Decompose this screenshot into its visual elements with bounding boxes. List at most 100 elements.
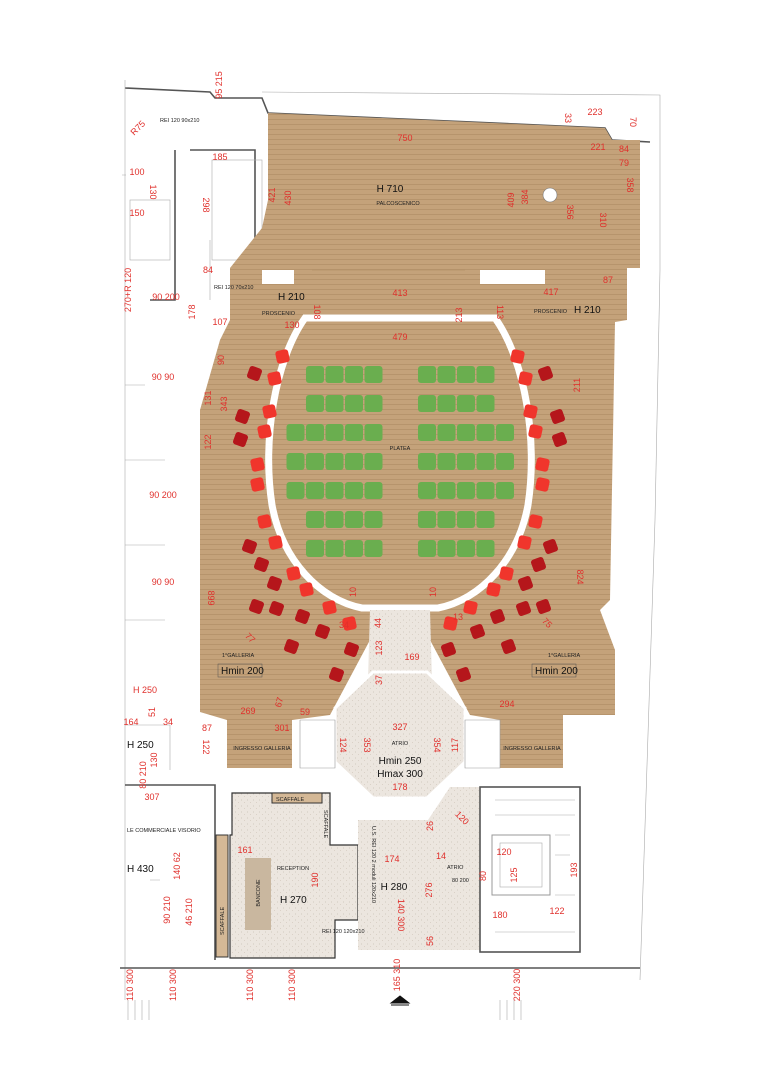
dimension-label: 211 <box>572 378 582 392</box>
dimension-label: 123 <box>374 640 384 655</box>
box-seat <box>528 424 543 439</box>
dimension-label: 190 <box>310 872 320 887</box>
dimension-label: 178 <box>187 304 197 319</box>
seating <box>233 349 567 682</box>
box-seat-dark <box>269 601 284 616</box>
box-seat <box>510 349 525 364</box>
box-seat-dark <box>254 557 269 572</box>
entrance-steps <box>127 1000 522 1020</box>
box-seat-dark <box>490 609 505 624</box>
dimension-label: 180 <box>492 910 507 920</box>
dimension-label: 113 <box>495 305 505 319</box>
box-seat-dark <box>284 639 299 654</box>
platea-seat <box>476 482 495 499</box>
dimension-label: 90 <box>216 355 226 365</box>
platea-seat <box>418 366 436 383</box>
platea-seat <box>345 366 363 383</box>
dimension-label: 56 <box>425 936 435 946</box>
box-seat <box>299 582 314 597</box>
dimension-label: 34 <box>339 620 349 630</box>
dimension-label: 178 <box>392 782 407 792</box>
box-seat <box>535 457 550 472</box>
box-seat-dark <box>249 599 264 614</box>
dimension-label: 95 215 <box>214 71 224 99</box>
dimension-label: 276 <box>424 882 434 897</box>
dimension-label: 421 <box>267 187 277 202</box>
dimension-label: 79 <box>619 158 629 168</box>
platea-seat <box>286 424 305 441</box>
platea-seat <box>325 511 344 528</box>
box-seat-dark <box>242 539 257 554</box>
platea-seat <box>437 540 456 557</box>
platea-seat <box>345 453 363 470</box>
platea-seat <box>496 453 514 470</box>
platea-label: PLATEA <box>390 446 411 452</box>
platea-seat <box>457 366 475 383</box>
proscenio-right-height: H 210 <box>574 305 601 316</box>
dimension-label: 270+R 120 <box>123 268 133 312</box>
proscenio-left-height: H 210 <box>278 292 305 303</box>
platea-seat <box>418 395 436 412</box>
platea-seat <box>364 366 383 383</box>
box-seat <box>486 582 501 597</box>
box-seat <box>322 600 337 615</box>
dimension-label: 80 210 <box>138 761 148 789</box>
bancone-counter <box>245 858 271 930</box>
proscenio-left-label: PROSCENIO <box>262 311 296 317</box>
dimension-label: 34 <box>163 717 173 727</box>
dimension-label: 110 300 <box>168 969 178 1001</box>
dimension-label: 90 90 <box>152 577 175 587</box>
scaffale-left-label: SCAFFALE <box>220 907 226 935</box>
box-seat-dark <box>531 557 546 572</box>
dimension-label: 185 <box>212 152 227 162</box>
dimension-label: 110 300 <box>125 969 135 1001</box>
dimension-label: 169 <box>404 652 419 662</box>
galleria-left-label: 1°GALLERIA <box>222 653 254 659</box>
dimension-label: 46 210 <box>184 898 194 926</box>
platea-seat <box>437 366 456 383</box>
dimension-label: 131 <box>203 390 213 405</box>
dimension-label: 13 <box>453 612 463 622</box>
dimension-label: 100 <box>129 167 144 177</box>
box-seat-dark <box>516 601 531 616</box>
scaffale-top-label: SCAFFALE <box>276 797 304 803</box>
stage-walls <box>262 187 558 284</box>
dimension-label: H 250 <box>133 685 157 695</box>
dimension-label: 193 <box>569 862 579 877</box>
dimension-label: 70 <box>628 117 638 127</box>
atrio-right-label: ATRIO <box>447 865 464 871</box>
dimension-label: 10 <box>428 587 438 597</box>
platea-seat <box>364 540 383 557</box>
platea-seat <box>418 453 436 470</box>
platea-seat <box>418 511 436 528</box>
dimension-label: 130 <box>149 752 159 767</box>
platea-seat <box>437 453 456 470</box>
dimension-label: 479 <box>392 332 407 342</box>
platea-seat <box>364 511 383 528</box>
platea-seat <box>437 482 456 499</box>
platea-seat <box>457 395 475 412</box>
dimension-label: 26 <box>425 821 435 831</box>
box-seat <box>262 404 277 419</box>
box-seat-dark <box>501 639 516 654</box>
box-seat <box>518 371 533 386</box>
platea-seat <box>496 424 514 441</box>
platea-seat <box>476 453 495 470</box>
box-seat <box>257 424 272 439</box>
dimension-label: 120 <box>496 847 511 857</box>
dimension-label: 310 <box>598 212 608 227</box>
dimension-label: 413 <box>392 288 407 298</box>
box-seat <box>267 371 282 386</box>
platea-seat <box>325 395 344 412</box>
platea-seat <box>306 540 324 557</box>
platea-seat <box>286 482 305 499</box>
box-seat-dark <box>538 366 553 381</box>
dimension-label: 122 <box>201 739 211 754</box>
platea-seat <box>306 395 324 412</box>
box-seat <box>268 535 283 550</box>
dimension-label: 14 <box>436 851 446 861</box>
box-seat-dark <box>552 432 567 447</box>
box-seat <box>528 514 543 529</box>
dimension-label: 220 300 <box>512 969 522 1002</box>
